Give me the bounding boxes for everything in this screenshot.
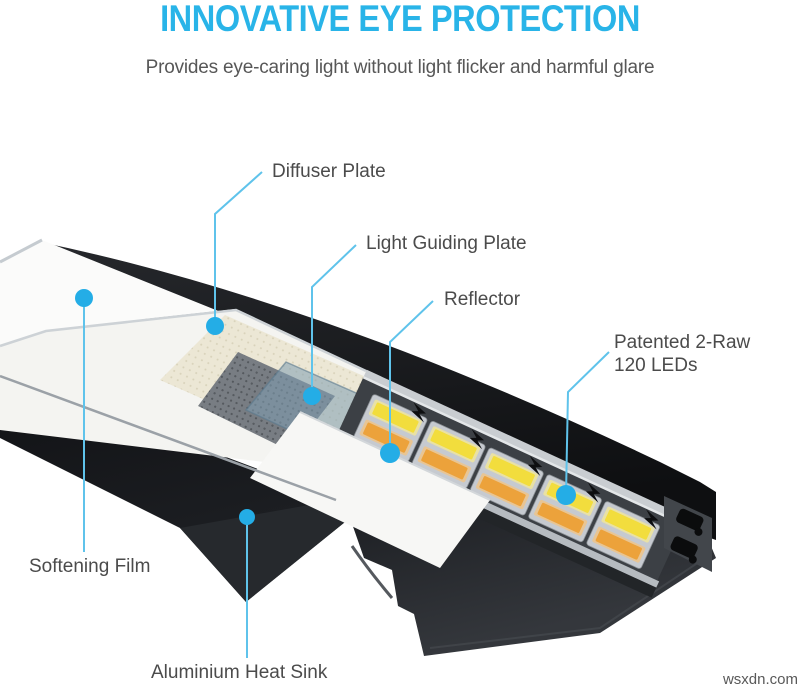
page-subtitle: Provides eye-caring light without light … — [145, 57, 655, 78]
leader-dot-diffuser — [206, 317, 224, 335]
softening-film-sheet — [0, 238, 360, 368]
leader-dot-heat-sink — [239, 509, 255, 525]
end-cap — [664, 496, 712, 572]
label-light-guiding-plate: Light Guiding Plate — [366, 233, 527, 254]
led-strip — [330, 369, 687, 598]
label-patented-leds-line1: Patented 2-Raw — [614, 332, 751, 353]
leader-dot-leds — [556, 485, 576, 505]
leader-dot-film — [75, 289, 93, 307]
label-softening-film: Softening Film — [29, 556, 151, 577]
leader-dot-light-guide — [303, 387, 321, 405]
leader-line-reflector — [389, 300, 434, 453]
front-wall-highlight — [0, 374, 337, 502]
label-diffuser-plate: Diffuser Plate — [272, 161, 386, 182]
label-reflector: Reflector — [444, 289, 521, 310]
leader-dot-reflector — [380, 443, 400, 463]
leader-line-light-guide — [311, 244, 357, 396]
label-patented-leds: Patented 2-Raw 120 LEDs — [614, 331, 774, 377]
label-patented-leds-line2: 120 LEDs — [614, 355, 698, 376]
watermark: wsxdn.com — [722, 671, 798, 688]
leader-line-diffuser — [214, 171, 263, 326]
page-title: INNOVATIVE EYE PROTECTION — [160, 0, 640, 39]
label-aluminium-heat-sink: Aluminium Heat Sink — [151, 662, 328, 683]
leader-line-leds — [565, 351, 610, 496]
